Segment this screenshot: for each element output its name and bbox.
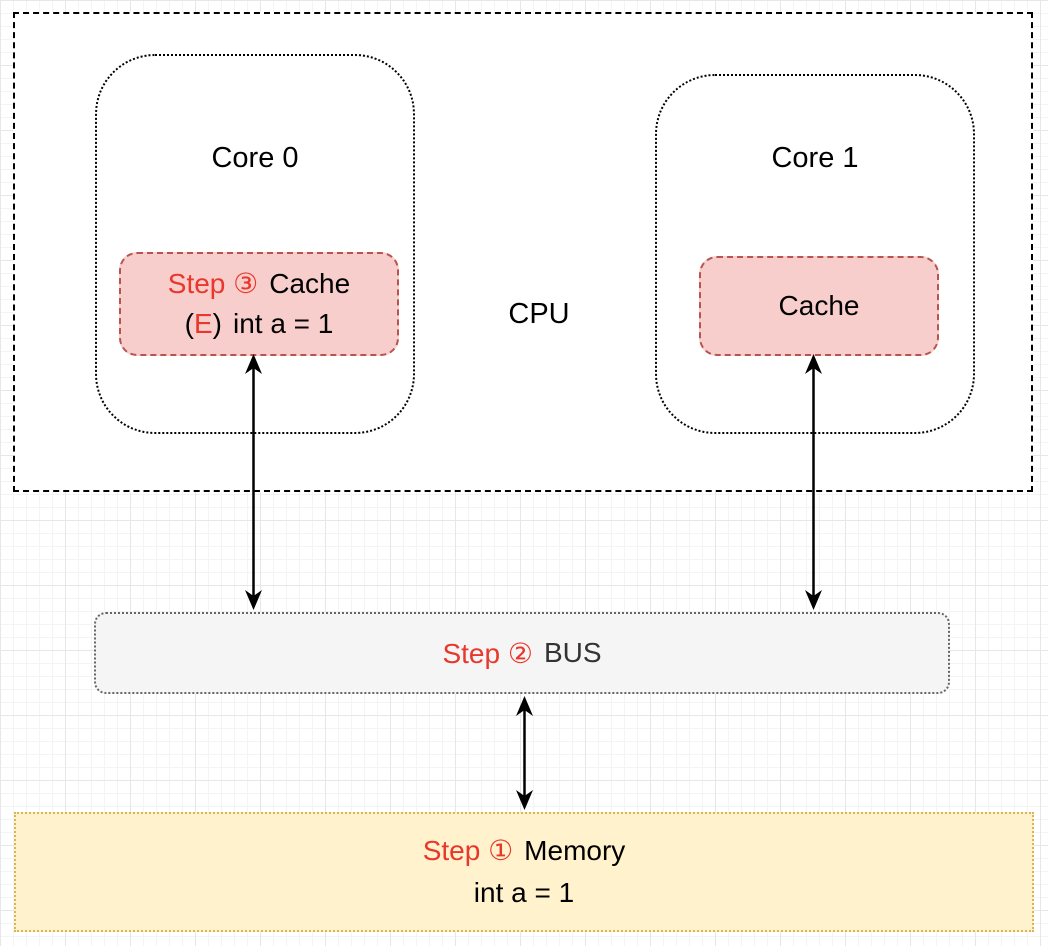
core0-cache-state-open: ( <box>184 308 194 339</box>
core1-box: Core 1 Cache <box>655 74 975 434</box>
core0-cache-step-label: Step ③ <box>167 268 259 299</box>
core0-cache-line2: (E) int a = 1 <box>185 304 334 344</box>
core0-cache-state-letter: E <box>193 308 213 339</box>
core0-cache-box: Step ③ Cache (E) int a = 1 <box>119 252 399 356</box>
core0-cache-line1: Step ③ Cache <box>168 264 350 304</box>
bus-title: BUS <box>543 637 602 668</box>
core0-label: Core 0 <box>211 142 299 174</box>
bus-step-label: Step ② <box>442 637 533 669</box>
core0-cache-state-close: ) <box>212 308 222 339</box>
memory-title: Memory <box>524 835 626 866</box>
cpu-label: CPU <box>508 298 570 330</box>
bus-box: Step ② BUS <box>94 612 950 694</box>
core1-cache-title: Cache <box>778 290 860 321</box>
memory-line1: Step ① Memory <box>423 830 626 872</box>
memory-step-label: Step ① <box>422 835 514 866</box>
memory-value: int a = 1 <box>473 877 575 908</box>
cpu-box: CPU Core 0 Step ③ Cache (E) int a = 1 Core… <box>13 12 1033 492</box>
core0-box: Core 0 Step ③ Cache (E) int a = 1 <box>95 54 415 434</box>
memory-box: Step ① Memory int a = 1 <box>14 812 1034 932</box>
double-arrow-bus-memory <box>516 696 533 810</box>
core0-cache-title: Cache <box>269 268 351 299</box>
core1-cache-box: Cache <box>699 256 939 356</box>
core1-label: Core 1 <box>771 142 859 174</box>
core0-cache-value: int a = 1 <box>232 308 334 339</box>
